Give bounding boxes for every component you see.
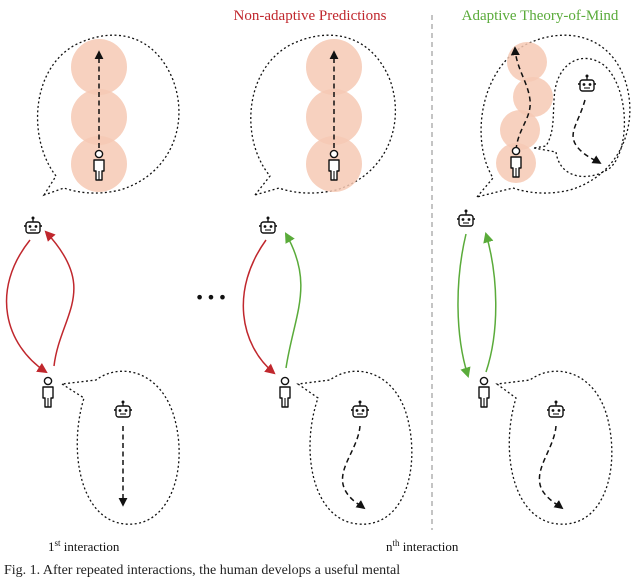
robot-to-human-arrow xyxy=(5,239,48,374)
human-thought-bubble xyxy=(296,370,413,525)
figure-canvas: Non-adaptive Predictions Adaptive Theory… xyxy=(5,8,631,554)
prediction-blob xyxy=(71,89,127,145)
human-to-robot-arrow xyxy=(483,231,497,373)
human-icon xyxy=(279,376,291,408)
human-thought-bubble xyxy=(495,370,613,525)
robot-icon xyxy=(23,215,43,234)
human-to-robot-arrow xyxy=(44,230,75,367)
title-non-adaptive: Non-adaptive Predictions xyxy=(234,8,387,24)
robot-icon xyxy=(350,399,370,418)
panel-adaptive xyxy=(456,34,631,525)
human-icon xyxy=(510,146,522,178)
title-adaptive: Adaptive Theory-of-Mind xyxy=(462,8,619,24)
robot-path-arrow xyxy=(538,425,564,510)
prediction-blob xyxy=(507,42,547,82)
robot-to-human-arrow xyxy=(242,239,276,375)
robot-icon xyxy=(577,73,597,92)
human-icon xyxy=(478,376,490,408)
robot-icon xyxy=(546,399,566,418)
figure-caption: Fig. 1. After repeated interactions, the… xyxy=(4,563,401,578)
robot-to-human-arrow xyxy=(457,233,471,379)
robot-path-arrow xyxy=(341,425,366,510)
prediction-blob xyxy=(500,110,540,150)
human-icon xyxy=(328,149,340,181)
robot-path-arrow xyxy=(572,99,602,164)
predicted-path-arrow xyxy=(510,46,531,151)
label-nth-interaction: nth interaction xyxy=(386,538,459,554)
human-icon xyxy=(93,149,105,181)
robot-thought-bubble xyxy=(37,34,180,197)
human-icon xyxy=(42,376,54,408)
panel-nth-non-adaptive xyxy=(242,34,413,525)
human-to-robot-arrow xyxy=(284,232,302,369)
prediction-blob xyxy=(513,77,553,117)
ellipsis-dots: ••• xyxy=(195,288,229,307)
robot-thought-bubble xyxy=(475,34,631,199)
label-first-interaction: 1st interaction xyxy=(48,538,120,554)
robot-icon xyxy=(456,208,476,227)
human-thought-bubble xyxy=(60,370,180,525)
panel-first xyxy=(5,34,180,525)
robot-icon xyxy=(113,399,133,418)
robot-icon xyxy=(258,215,278,234)
prediction-blob xyxy=(306,89,362,145)
